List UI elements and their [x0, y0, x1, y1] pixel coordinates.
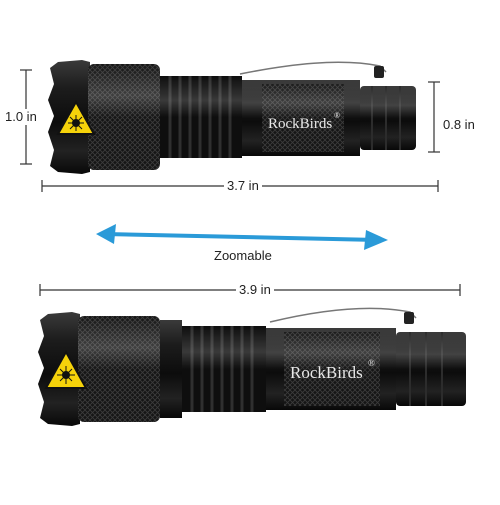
top-brand-text: RockBirds	[268, 116, 332, 132]
svg-text:®: ®	[368, 358, 375, 368]
zoom-arrow-icon	[96, 224, 388, 250]
top-flashlight: RockBirds ®	[48, 60, 416, 174]
head-height-label: 1.0 in	[2, 109, 40, 125]
lanyard-clip	[269, 307, 417, 323]
lanyard-clip	[239, 61, 387, 75]
top-length-label: 3.7 in	[224, 178, 262, 194]
bottom-flashlight: RockBirds ®	[38, 307, 466, 426]
tail-height-label: 0.8 in	[440, 117, 478, 133]
zoomable-label: Zoomable	[214, 248, 272, 263]
bottom-brand-text: RockBirds	[290, 363, 363, 382]
bottom-length-label: 3.9 in	[236, 282, 274, 298]
svg-text:®: ®	[334, 111, 340, 120]
